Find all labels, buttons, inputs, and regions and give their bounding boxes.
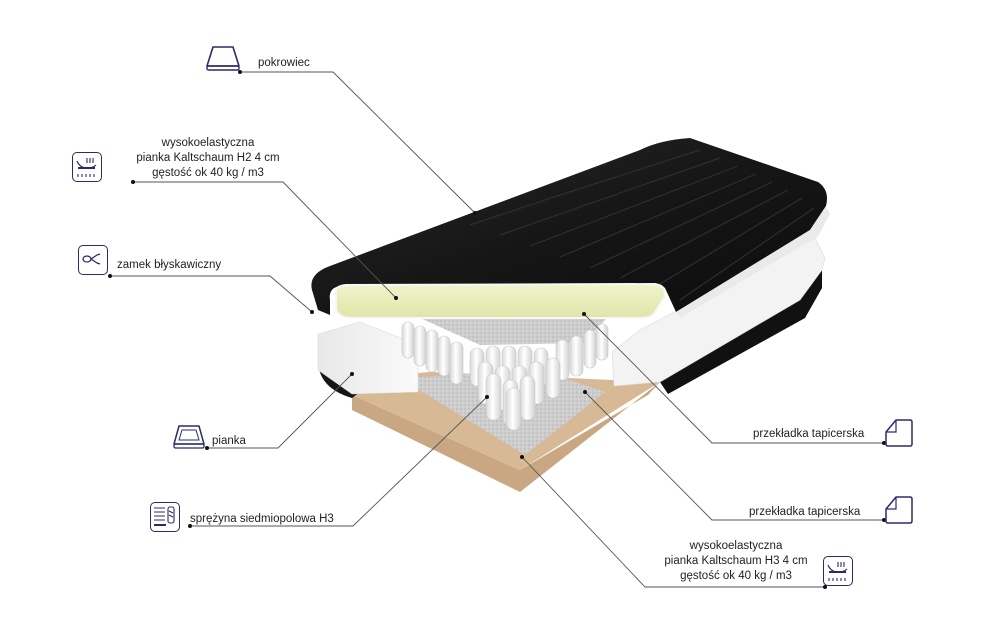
felt-pad-upper [420, 312, 612, 345]
cover-quilting [469, 149, 815, 301]
zipper-icon [78, 245, 108, 275]
callout-foam-label: pianka [212, 435, 246, 447]
top-foam-layer [334, 282, 666, 319]
pocket-springs [401, 321, 609, 431]
base-foam-layer [352, 382, 660, 492]
cover-top [311, 138, 827, 315]
side-foam-left [317, 321, 419, 395]
callout-bottom-foam-label: wysokoelastyczna pianka Kaltschaum H3 4 … [664, 540, 808, 582]
upholstery-pad-icon [884, 418, 914, 448]
callout-zipper-label: zamek błyskawiczny [117, 259, 222, 271]
callout-spring-label: sprężyna siedmiopolowa H3 [190, 513, 334, 525]
foam-frame-icon [172, 424, 206, 450]
upholstery-pad-icon [884, 495, 914, 525]
callout-pad-2-label: przekładka tapicerska [749, 506, 861, 518]
hr-foam-icon [72, 152, 102, 182]
hr-foam-icon [823, 556, 853, 586]
callout-cover-label: pokrowiec [258, 57, 310, 69]
pocket-spring-icon [150, 502, 180, 532]
mattress-cover-icon [205, 44, 241, 72]
callout-pad-1-label: przekładka tapicerska [753, 428, 865, 440]
callout-top-foam-label: wysokoelastyczna pianka Kaltschaum H2 4 … [136, 137, 280, 179]
